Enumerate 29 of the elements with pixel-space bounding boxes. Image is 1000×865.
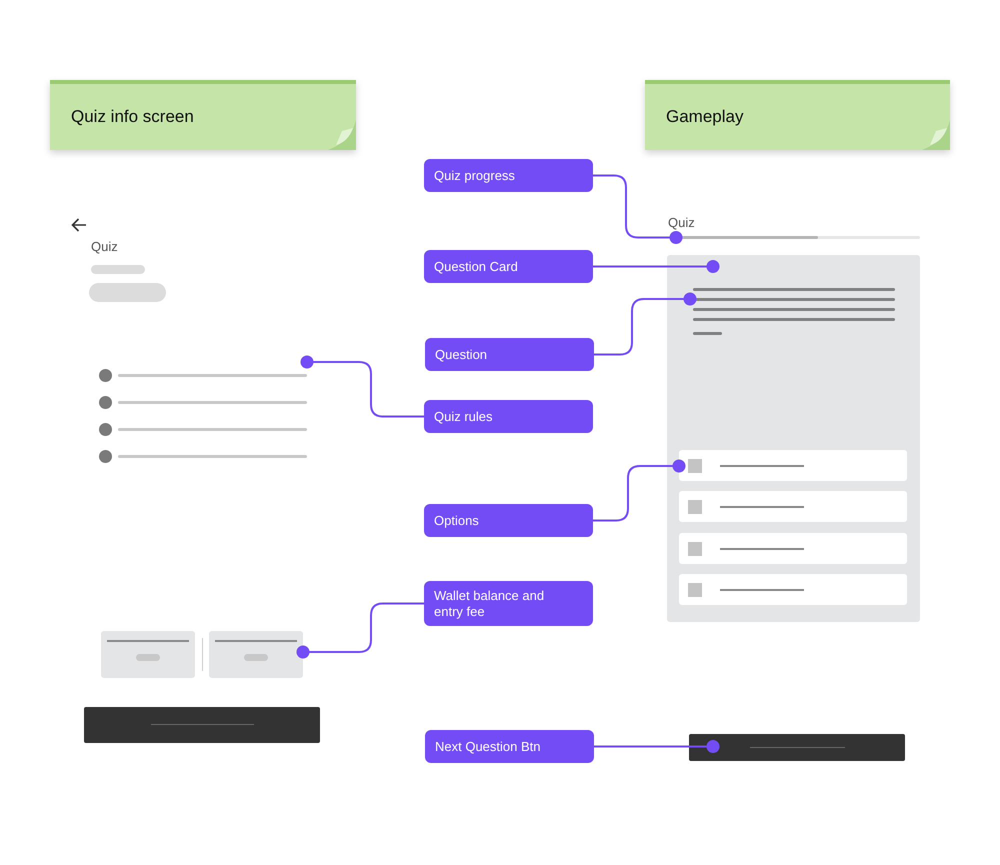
option-row: [679, 450, 907, 481]
leader-line: [296, 602, 424, 658]
note-title: Gameplay: [666, 107, 744, 127]
info-card: [101, 631, 195, 678]
option-row: [679, 491, 907, 522]
sticky-note: [645, 80, 950, 150]
button: [689, 734, 905, 761]
option-row: [679, 533, 907, 564]
leader-line: [594, 292, 696, 356]
callout-label: Next Question Btn: [425, 730, 594, 763]
callout-label: Wallet balance and entry fee: [424, 581, 593, 626]
question-card: [667, 255, 920, 622]
leader-line: [593, 260, 720, 273]
option-row: [679, 574, 907, 605]
leader-line: [594, 740, 720, 753]
screen-title: Quiz: [668, 215, 695, 231]
leader-line: [593, 460, 686, 522]
callout-label: Quiz rules: [424, 400, 593, 433]
info-card: [209, 631, 303, 678]
callout-label: Quiz progress: [424, 159, 593, 192]
button: [84, 707, 320, 743]
callout-label: Question Card: [424, 250, 593, 283]
leader-line: [593, 174, 682, 244]
callout-label: Options: [424, 504, 593, 537]
screen-title: Quiz: [91, 239, 118, 255]
callout-label: Question: [425, 338, 594, 371]
leader-line: [300, 356, 424, 418]
note-title: Quiz info screen: [71, 107, 194, 127]
sticky-note: [50, 80, 356, 150]
